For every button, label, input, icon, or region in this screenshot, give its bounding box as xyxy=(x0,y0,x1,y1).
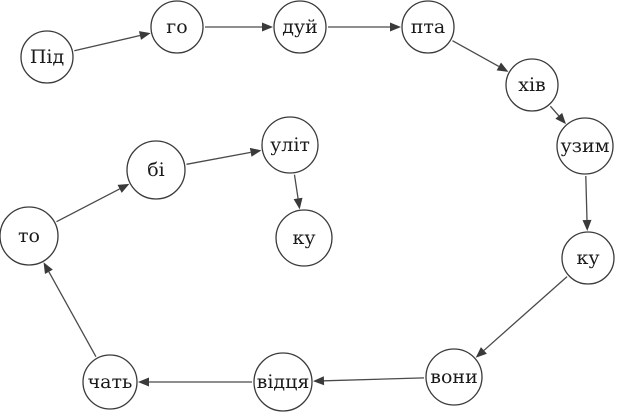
node-label: ку xyxy=(576,247,599,269)
edges-layer xyxy=(43,22,592,387)
edge-n12-n13 xyxy=(186,147,262,165)
node-label: пта xyxy=(411,16,446,38)
edge-n2-n3 xyxy=(205,22,273,32)
edge-n8-n9 xyxy=(312,376,425,386)
node-circle xyxy=(401,0,455,54)
node-n7: ку xyxy=(561,231,615,285)
arrow-head xyxy=(43,262,53,275)
arrow-head xyxy=(390,22,401,32)
edge-line xyxy=(323,377,425,382)
node-n2: го xyxy=(150,0,204,54)
node-circle xyxy=(82,354,138,410)
arrow-head xyxy=(555,112,566,125)
edge-line xyxy=(48,271,97,357)
node-label: вони xyxy=(430,366,477,388)
node-label: ку xyxy=(292,227,315,249)
node-circle xyxy=(273,0,327,54)
node-circle xyxy=(561,231,615,285)
node-label: хів xyxy=(518,74,546,96)
node-label: то xyxy=(18,225,40,247)
node-circle xyxy=(275,209,333,267)
edge-n6-n7 xyxy=(582,175,592,232)
edge-line xyxy=(74,34,141,52)
edge-n13-n14 xyxy=(293,174,303,210)
node-n13: уліт xyxy=(261,116,319,174)
node-label: уліт xyxy=(270,134,310,156)
node-label: чать xyxy=(88,371,133,393)
arrow-head xyxy=(582,219,592,232)
edge-n5-n6 xyxy=(549,105,566,125)
arrow-head xyxy=(293,197,303,210)
arrow-head xyxy=(312,376,325,386)
edge-n9-n10 xyxy=(138,377,252,387)
edge-line xyxy=(56,188,120,223)
edge-line xyxy=(549,105,560,117)
node-circle xyxy=(253,352,313,412)
edge-line xyxy=(186,151,251,165)
nodes-layer: Під го дуй пта хів узим ку вони відця чать то бі улі… xyxy=(0,0,615,412)
node-n9: відця xyxy=(253,352,313,412)
node-circle xyxy=(126,140,186,200)
node-n8: вони xyxy=(425,348,483,406)
arrow-head xyxy=(138,31,151,40)
edge-line xyxy=(585,175,588,221)
node-n3: дуй xyxy=(273,0,327,54)
node-label: дуй xyxy=(282,16,318,38)
node-label: бі xyxy=(147,159,165,181)
node-n10: чать xyxy=(82,354,138,410)
edge-n4-n5 xyxy=(452,40,509,72)
edge-line xyxy=(293,174,299,199)
edge-n1-n2 xyxy=(74,31,151,52)
arrow-head xyxy=(475,347,487,358)
node-n11: то xyxy=(0,206,59,266)
edge-line xyxy=(483,276,568,351)
arrow-head xyxy=(262,22,273,32)
node-label: відця xyxy=(257,371,310,393)
node-label: узим xyxy=(561,135,610,157)
edge-line xyxy=(452,40,500,68)
node-circle xyxy=(20,30,74,84)
edge-n7-n8 xyxy=(475,276,568,358)
arrow-head xyxy=(496,62,509,72)
node-circle xyxy=(505,58,559,112)
node-n1: Під xyxy=(20,30,74,84)
edge-n11-n12 xyxy=(56,183,130,223)
node-n6: узим xyxy=(556,117,614,175)
node-n14: ку xyxy=(275,209,333,267)
arrow-head xyxy=(117,183,130,193)
node-n12: бі xyxy=(126,140,186,200)
node-circle xyxy=(261,116,319,174)
node-label: го xyxy=(166,16,187,38)
node-circle xyxy=(150,0,204,54)
node-n4: пта xyxy=(401,0,455,54)
arrow-head xyxy=(249,147,262,157)
node-circle xyxy=(0,206,59,266)
node-n5: хів xyxy=(505,58,559,112)
node-label: Під xyxy=(30,46,64,68)
node-circle xyxy=(425,348,483,406)
edge-n10-n11 xyxy=(43,262,97,357)
node-circle xyxy=(556,117,614,175)
arrow-head xyxy=(138,377,149,387)
edge-n3-n4 xyxy=(328,22,401,32)
